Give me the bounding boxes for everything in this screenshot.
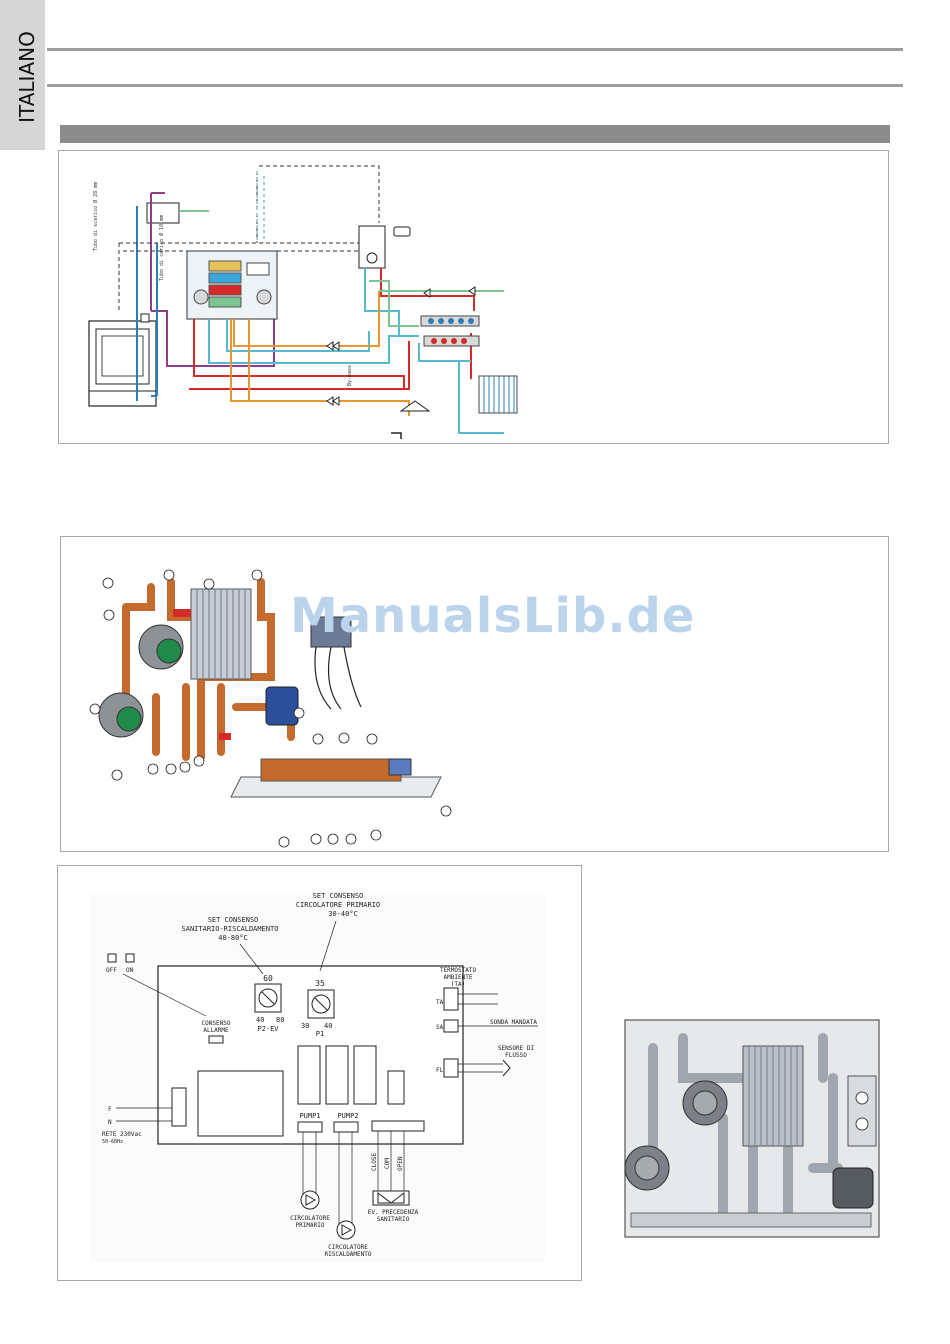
set-primary-line2: CIRCOLATORE PRIMARIO [296, 901, 380, 909]
hydraulic-diagram: Tubo di scarico Ø 28 mm Tubo di carico Ø… [88, 165, 518, 439]
wiring-diagram-frame: SET CONSENSO CIRCOLATORE PRIMARIO 30-40°… [57, 865, 582, 1281]
set-dhw-range: 40-80°C [218, 934, 248, 942]
watermark: ManualsLib.de [290, 588, 696, 644]
mains-line2: 50-60Hz [102, 1139, 123, 1145]
language-tab: ITALIANO [0, 0, 45, 150]
wall-boiler [358, 225, 411, 269]
dial-p2-name: P2-EV [257, 1025, 279, 1033]
pump-lower [98, 692, 144, 738]
section-heading-bar [60, 125, 890, 143]
heat-exchange-module [186, 250, 278, 320]
pump2-label: PUMP2 [337, 1112, 358, 1120]
thermostat-line1: TERMOSTATO [440, 967, 477, 974]
valve-close: CLOSE [371, 1153, 378, 1171]
circ-heating-line1: CIRCOLATORE [328, 1244, 368, 1251]
header-rule-bottom [47, 84, 903, 87]
manifold [420, 315, 480, 347]
valve-com: COM [384, 1158, 391, 1169]
set-primary-range: 30-40°C [328, 910, 358, 918]
term-ta: TA [436, 999, 444, 1006]
set-dhw-line2: SANITARIO-RISCALDAMENTO [182, 925, 279, 933]
valve-open: OPEN [397, 1156, 404, 1171]
flow-line2: FLUSSO [505, 1052, 527, 1059]
sonda-label: SONDA MANDATA [490, 1019, 537, 1026]
header-rule-top [47, 48, 903, 51]
dial-p1-name: P1 [316, 1030, 324, 1038]
pipe-label-discharge: Tubo di scarico Ø 28 mm [92, 182, 99, 251]
pipe-label-return: Tubo di carico Ø 18 mm [158, 215, 165, 281]
set-dhw-line1: SET CONSENSO [208, 916, 259, 924]
circ-primary-line1: CIRCOLATORE [290, 1215, 330, 1222]
pellet-stove [88, 313, 157, 407]
dial-p2-min: 40 [256, 1016, 264, 1024]
alarm-line1: CONSENSO [202, 1020, 231, 1027]
dial-p1-min: 30 [301, 1022, 309, 1030]
radiator [478, 375, 518, 414]
valve-line1: EV. PRECEDENZA [368, 1209, 419, 1216]
hydraulic-diagram-frame: Tubo di scarico Ø 28 mm Tubo di carico Ø… [58, 150, 889, 444]
module-components-frame [60, 536, 889, 852]
dial-p2-max: 80 [276, 1016, 284, 1024]
module-components-illustration [89, 569, 452, 848]
pump-upper [138, 624, 184, 670]
switch-on-label: ON [126, 967, 134, 974]
valve-line2: SANITARIO [377, 1216, 410, 1223]
mains-f: F [108, 1106, 112, 1113]
dial-p1-max: 40 [324, 1022, 332, 1030]
pump1-label: PUMP1 [299, 1112, 320, 1120]
dial-p1-top: 35 [315, 979, 325, 988]
mains-n: N [108, 1119, 112, 1126]
wiring-diagram: SET CONSENSO CIRCOLATORE PRIMARIO 30-40°… [90, 892, 545, 1262]
mains-line1: RETE 230Vac [102, 1131, 142, 1138]
term-sa: SA [436, 1024, 444, 1031]
circ-primary-line2: PRIMARIO [296, 1222, 325, 1229]
switch-off-label: OFF [106, 967, 117, 974]
alarm-line2: ALLARME [203, 1027, 229, 1034]
language-label: ITALIANO [15, 31, 39, 123]
bypass-label: By-pass [347, 365, 353, 386]
thermostat-line3: (TA) [451, 981, 465, 988]
circ-heating-line2: RISCALDAMENTO [325, 1251, 372, 1258]
term-fl: FL [436, 1067, 444, 1074]
thermostat-line2: AMBIENTE [444, 974, 473, 981]
flow-line1: SENSORE DI [498, 1045, 535, 1052]
dial-p2-top: 60 [263, 974, 273, 983]
set-primary-line1: SET CONSENSO [313, 892, 364, 900]
safety-valve [146, 202, 209, 224]
assembled-module-illustration [624, 1019, 880, 1238]
